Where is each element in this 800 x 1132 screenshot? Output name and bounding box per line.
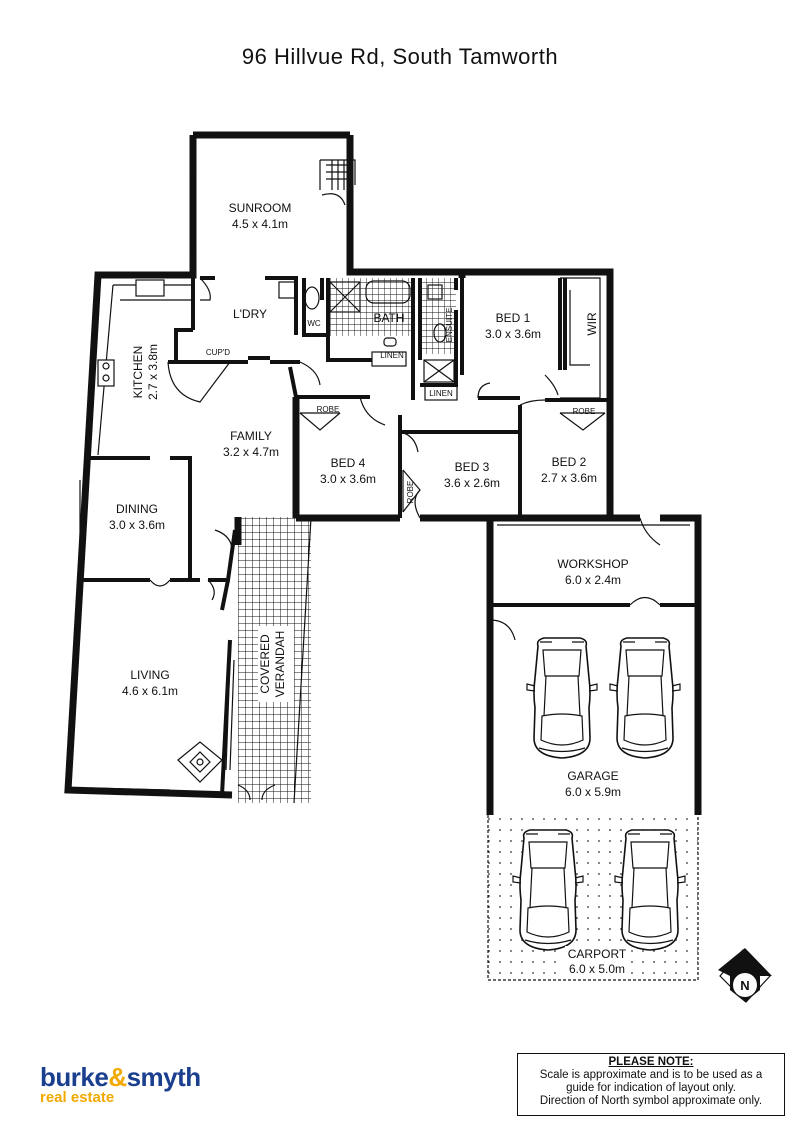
page-title: 96 Hillvue Rd, South Tamworth — [241, 44, 559, 69]
room-size: 3.0 x 3.6m — [109, 518, 165, 532]
car-icon — [526, 637, 598, 759]
room-label: WORKSHOP — [557, 557, 628, 571]
svg-text:N: N — [740, 978, 749, 993]
room-size: 3.0 x 3.6m — [320, 472, 376, 486]
room-size: 6.0 x 5.9m — [565, 785, 621, 799]
north-arrow-icon: N — [718, 948, 772, 1003]
note-line: Scale is approximate and is to be used a… — [539, 1069, 763, 1081]
room-label: LINEN — [380, 351, 404, 360]
room-label: ROBE — [406, 481, 415, 504]
room-label: ROBE — [573, 407, 596, 416]
room-size: 3.2 x 4.7m — [223, 445, 279, 459]
garage-walls — [486, 514, 702, 815]
room-label: ENSUITE — [445, 308, 454, 343]
room-label: L'DRY — [233, 307, 267, 321]
disclaimer-note: PLEASE NOTE: Scale is approximate and is… — [517, 1053, 785, 1116]
room-label: CARPORT — [568, 947, 627, 961]
room-label: BED 1 — [496, 311, 531, 325]
note-line: Direction of North symbol approximate on… — [539, 1095, 763, 1107]
note-heading: PLEASE NOTE: — [608, 1056, 694, 1068]
room-label: DINING — [116, 502, 158, 516]
note-line: guide for indication of layout only. — [566, 1082, 736, 1094]
room-size: 3.0 x 3.6m — [485, 327, 541, 341]
room-size: 6.0 x 2.4m — [565, 573, 621, 587]
room-label: KITCHEN — [131, 346, 145, 399]
room-label: LINEN — [429, 389, 453, 398]
room-size: 4.6 x 6.1m — [122, 684, 178, 698]
room-label: BED 3 — [455, 460, 490, 474]
room-label: ROBE — [317, 405, 340, 414]
outer-walls — [64, 131, 614, 799]
car-icon — [614, 829, 686, 951]
room-label: WC — [307, 319, 321, 328]
room-label: VERANDAH — [273, 631, 287, 698]
car-icon — [609, 637, 681, 759]
room-label: BATH — [373, 311, 404, 325]
brand-logo: burke&smyth real estate — [40, 1062, 201, 1106]
car-icon — [512, 829, 584, 951]
room-label: GARAGE — [567, 769, 618, 783]
room-label: WIR — [585, 312, 599, 336]
room-size: 6.0 x 5.0m — [569, 962, 625, 976]
room-size: 3.6 x 2.6m — [444, 476, 500, 490]
room-label: COVERED — [258, 634, 272, 694]
room-size: 4.5 x 4.1m — [232, 217, 288, 231]
room-label: BED 4 — [331, 456, 366, 470]
room-size: 2.7 x 3.6m — [541, 471, 597, 485]
room-size: 2.7 x 3.8m — [146, 344, 160, 400]
room-label: BED 2 — [552, 455, 587, 469]
room-label: LIVING — [130, 668, 169, 682]
room-label: SUNROOM — [229, 201, 292, 215]
room-label: CUP'D — [206, 348, 230, 357]
room-label: FAMILY — [230, 429, 272, 443]
